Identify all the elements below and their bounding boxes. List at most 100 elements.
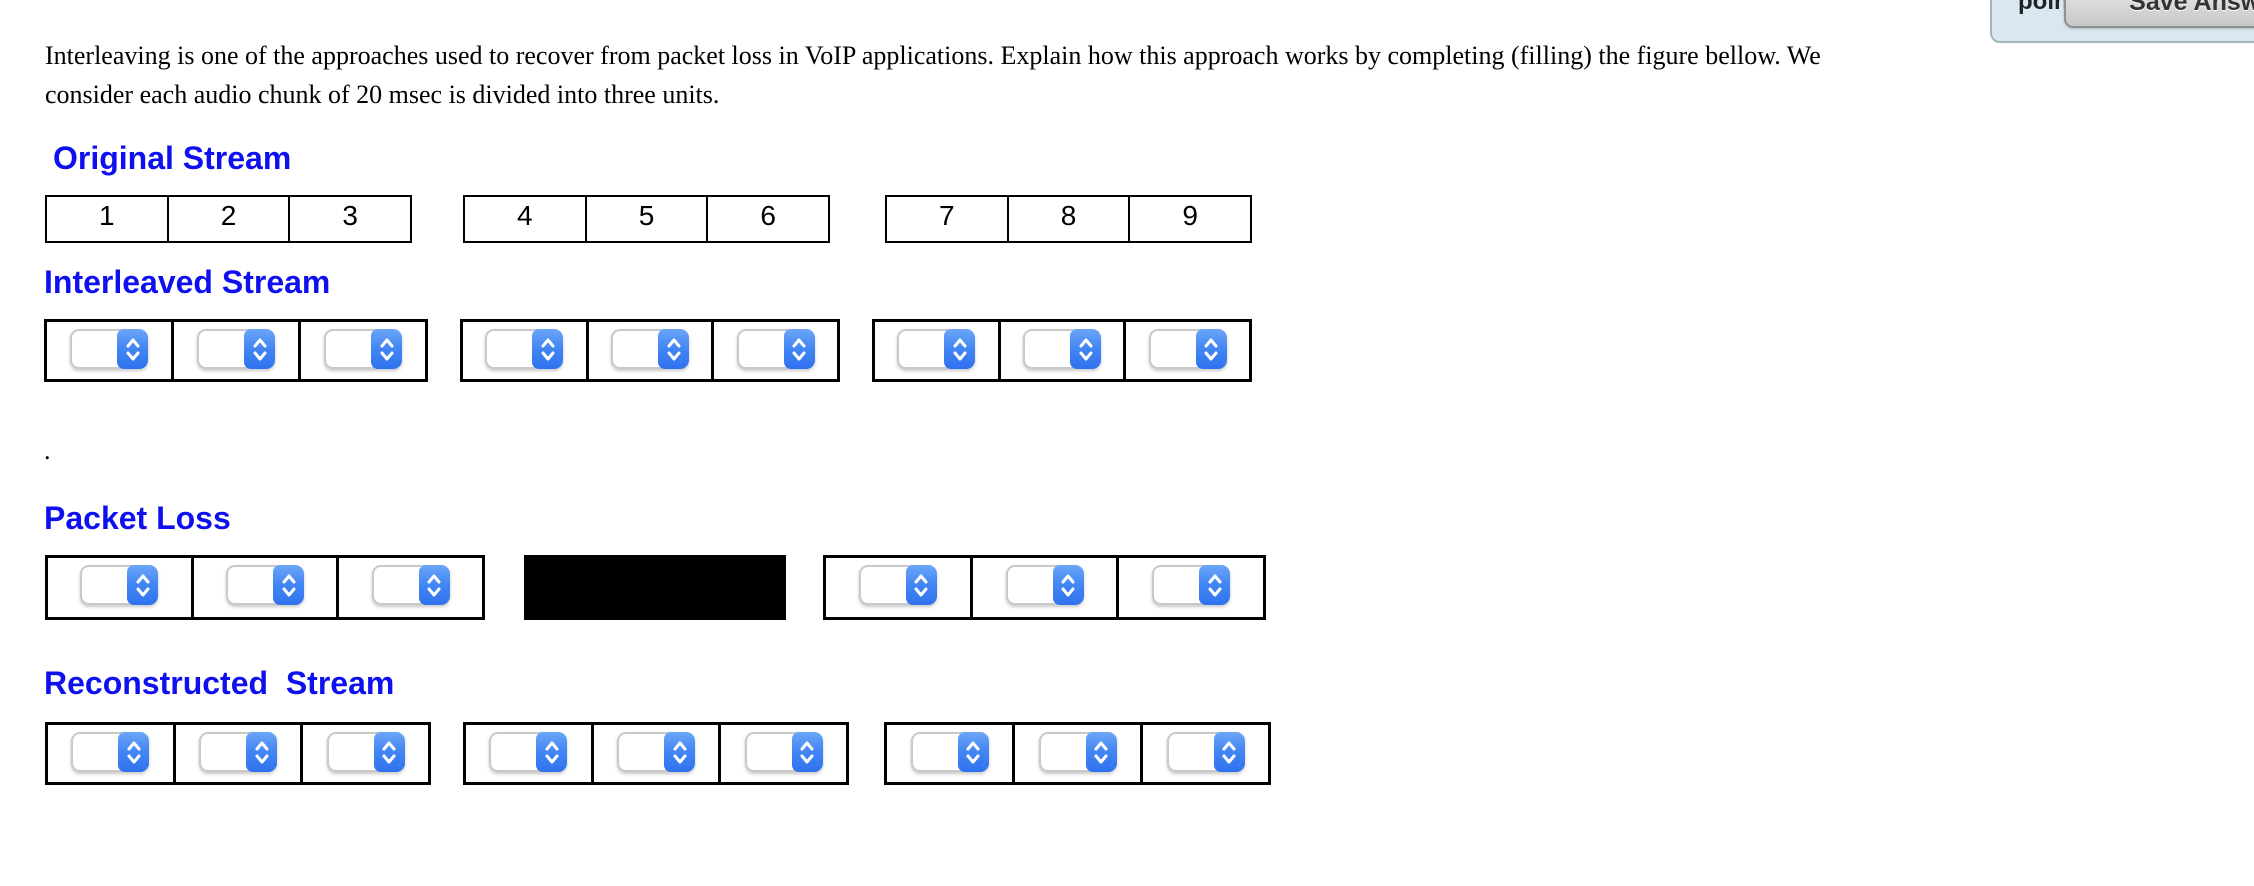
unit-number: 5 [638,200,655,231]
updown-chevrons-icon [1204,338,1218,360]
unit-cell [711,322,837,379]
select-stepper [1213,732,1245,772]
unit-cell [463,322,586,379]
unit-cell [172,725,301,782]
reconstructed-group [884,722,1271,785]
select-stepper [244,329,275,369]
select-stepper [783,329,815,369]
select-stepper [664,732,695,772]
unit-select-dropdown[interactable] [910,732,989,772]
unit-cell: 4 [465,197,585,241]
section-title-reconstructed-stream: Reconstructed Stream [44,665,395,701]
unit-select-dropdown[interactable] [70,329,148,369]
packetloss-group [45,555,485,620]
updown-chevrons-icon [127,741,141,763]
original-group: 7 8 9 [885,195,1252,243]
unit-select-dropdown[interactable] [324,329,402,369]
unit-select-dropdown[interactable] [617,732,695,772]
unit-number: 7 [939,200,955,231]
updown-chevrons-icon [667,338,680,360]
lost-packet-block [524,555,786,620]
unit-number: 1 [99,200,115,231]
select-stepper [1085,732,1117,772]
updown-chevrons-icon [1208,574,1222,596]
question-toolbar: points Save Answer [1990,0,2254,43]
unit-select-dropdown[interactable] [1166,732,1245,772]
updown-chevrons-icon [673,741,686,763]
unit-cell [336,558,482,617]
unit-cell [585,322,712,379]
unit-select-dropdown[interactable] [1152,565,1231,605]
unit-select-dropdown[interactable] [226,565,304,605]
unit-select-dropdown[interactable] [1023,329,1101,369]
updown-chevrons-icon [1061,574,1075,596]
unit-number: 2 [220,200,237,231]
original-group: 4 5 6 [463,195,830,243]
unit-cell: 8 [1006,197,1129,241]
question-text-line: consider each audio chunk of 20 msec is … [45,80,720,109]
updown-chevrons-icon [1222,741,1236,763]
unit-cell: 9 [1128,197,1250,241]
unit-select-dropdown[interactable] [1148,329,1227,369]
select-stepper [536,732,568,772]
select-stepper [532,329,564,369]
question-text: Interleaving is one of the approaches us… [45,36,2245,114]
interleaved-group [872,319,1252,382]
unit-cell [875,322,998,379]
unit-cell [298,322,425,379]
updown-chevrons-icon [800,741,814,763]
updown-chevrons-icon [380,338,393,360]
updown-chevrons-icon [136,574,150,596]
unit-select-dropdown[interactable] [371,565,450,605]
unit-cell: 2 [166,197,289,241]
unit-cell [300,725,428,782]
unit-cell [48,558,191,617]
unit-cell [1116,558,1263,617]
unit-cell [48,725,173,782]
unit-select-dropdown[interactable] [197,329,275,369]
unit-select-dropdown[interactable] [80,565,159,605]
unit-cell [887,725,1012,782]
unit-cell: 7 [887,197,1007,241]
unit-select-dropdown[interactable] [858,565,937,605]
select-stepper [371,329,402,369]
select-stepper [1070,329,1101,369]
packetloss-group [823,555,1266,620]
unit-select-dropdown[interactable] [611,329,689,369]
select-stepper [957,732,989,772]
section-title-packet-loss: Packet Loss [44,500,231,536]
select-stepper [791,732,823,772]
select-stepper [1195,329,1227,369]
section-title-interleaved-stream: Interleaved Stream [44,264,331,300]
updown-chevrons-icon [792,338,806,360]
unit-select-dropdown[interactable] [1005,565,1084,605]
unit-number: 6 [760,200,776,231]
unit-select-dropdown[interactable] [1038,732,1117,772]
select-stepper [373,732,405,772]
unit-select-dropdown[interactable] [326,732,405,772]
section-title-original-stream: Original Stream [53,140,292,176]
unit-cell: 5 [584,197,707,241]
unit-select-dropdown[interactable] [485,329,564,369]
select-stepper [246,732,277,772]
select-stepper [905,565,937,605]
unit-cell: 3 [288,197,410,241]
save-answer-button[interactable]: Save Answer [2064,0,2254,28]
separator-dot: . [44,436,51,465]
unit-number: 3 [342,200,358,231]
unit-cell [718,725,846,782]
select-stepper [1199,565,1231,605]
unit-select-dropdown[interactable] [71,732,150,772]
unit-select-dropdown[interactable] [736,329,815,369]
select-stepper [118,732,150,772]
unit-select-dropdown[interactable] [199,732,277,772]
updown-chevrons-icon [953,338,967,360]
unit-select-dropdown[interactable] [489,732,568,772]
unit-number: 9 [1182,200,1198,231]
updown-chevrons-icon [914,574,928,596]
original-group: 1 2 3 [45,195,412,243]
unit-select-dropdown[interactable] [744,732,823,772]
updown-chevrons-icon [255,741,268,763]
unit-select-dropdown[interactable] [897,329,976,369]
